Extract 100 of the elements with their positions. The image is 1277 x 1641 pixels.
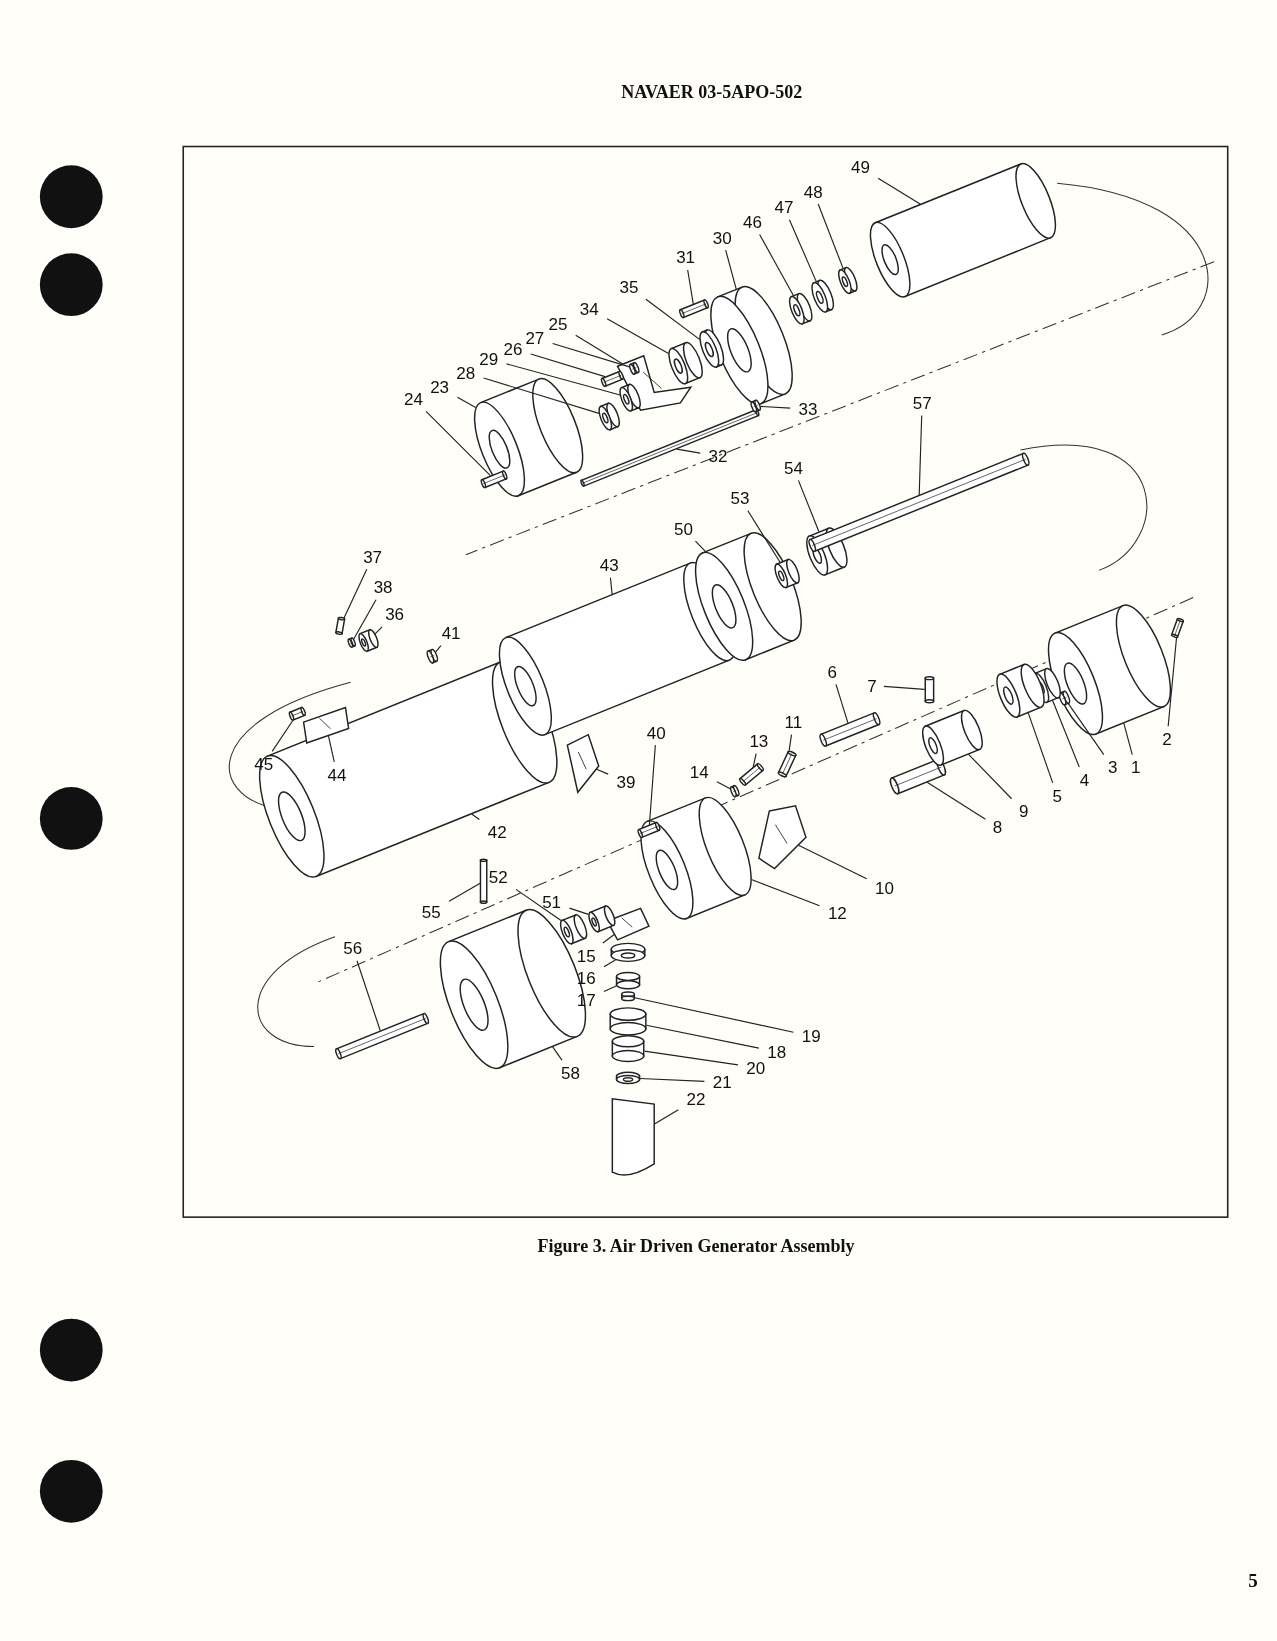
leader-line bbox=[575, 334, 624, 365]
leader-line bbox=[1052, 699, 1080, 768]
callout-number: 6 bbox=[827, 662, 837, 682]
leader-line bbox=[654, 1109, 679, 1125]
callout-number: 32 bbox=[708, 446, 728, 466]
callout-number: 1 bbox=[1130, 757, 1141, 777]
ring bbox=[699, 329, 725, 368]
callout-number: 37 bbox=[363, 547, 383, 567]
leader-line bbox=[687, 269, 694, 305]
washer bbox=[615, 1071, 641, 1085]
callout-number: 24 bbox=[404, 389, 423, 409]
leader-line bbox=[926, 781, 986, 820]
callout-number: 21 bbox=[712, 1072, 732, 1092]
callout-number: 57 bbox=[912, 393, 932, 413]
leader-line bbox=[568, 907, 589, 915]
leader-line bbox=[327, 735, 335, 763]
leader-line bbox=[883, 685, 926, 690]
leader-line bbox=[530, 353, 606, 378]
screw bbox=[637, 821, 661, 839]
callout-number: 8 bbox=[992, 817, 1003, 837]
callout-number: 22 bbox=[686, 1089, 706, 1109]
leader-line bbox=[603, 985, 617, 993]
lock-washer bbox=[811, 279, 835, 313]
figure-caption: Figure 3. Air Driven Generator Assembly bbox=[537, 1235, 855, 1257]
end-plate bbox=[710, 285, 793, 405]
callout-number: 5 bbox=[1052, 786, 1062, 805]
rotor bbox=[869, 162, 1057, 298]
callout-number: 19 bbox=[801, 1026, 821, 1046]
leader-line bbox=[634, 997, 794, 1033]
callout-number: 26 bbox=[503, 339, 523, 359]
callout-number: 16 bbox=[576, 968, 596, 988]
callout-number: 36 bbox=[385, 604, 405, 624]
leader-line bbox=[752, 752, 757, 768]
callout-number: 38 bbox=[373, 577, 393, 597]
callout-number: 40 bbox=[646, 723, 666, 743]
callout-number: 4 bbox=[1079, 770, 1090, 790]
callout-number: 56 bbox=[343, 938, 363, 958]
connector bbox=[358, 628, 379, 653]
leader-line bbox=[595, 768, 609, 775]
nut bbox=[750, 399, 761, 413]
spring bbox=[610, 942, 646, 963]
washer bbox=[730, 784, 740, 798]
leader-line bbox=[356, 960, 381, 1032]
callout-number: 11 bbox=[784, 712, 803, 732]
callout-number: 23 bbox=[430, 377, 450, 397]
leader-line bbox=[725, 249, 737, 290]
callout-number: 9 bbox=[1018, 801, 1029, 821]
callout-number: 41 bbox=[441, 623, 461, 643]
callout-number: 7 bbox=[867, 676, 877, 696]
leader-line bbox=[877, 177, 921, 205]
document-number: NAVAER 03-5APO-502 bbox=[621, 81, 803, 103]
leader-line bbox=[788, 219, 817, 282]
callout-number: 30 bbox=[712, 228, 732, 248]
callout-number: 34 bbox=[579, 299, 599, 319]
callout-number: 27 bbox=[525, 328, 545, 348]
leader-line bbox=[716, 781, 731, 790]
callout-number: 28 bbox=[456, 363, 476, 383]
brush-ring bbox=[640, 796, 752, 920]
screw bbox=[777, 750, 797, 778]
screw bbox=[679, 299, 709, 319]
leader-line bbox=[639, 1077, 705, 1082]
leader-line bbox=[602, 933, 615, 944]
bearing bbox=[615, 971, 641, 990]
leader-line bbox=[483, 377, 600, 414]
callout-number: 48 bbox=[803, 182, 823, 202]
end-cap bbox=[473, 377, 584, 497]
leader-line bbox=[456, 396, 477, 409]
bracket bbox=[758, 805, 807, 870]
leader-line bbox=[835, 683, 849, 724]
nut bbox=[621, 991, 636, 1002]
leader-line bbox=[552, 1046, 563, 1061]
screw bbox=[600, 370, 624, 388]
callout-number: 15 bbox=[576, 946, 596, 966]
leader-line bbox=[797, 479, 820, 532]
spacer bbox=[774, 558, 800, 589]
callout-number: 12 bbox=[827, 903, 847, 923]
leader-line bbox=[817, 203, 844, 269]
leader-line bbox=[1167, 637, 1178, 727]
callout-number: 10 bbox=[875, 878, 894, 898]
screw bbox=[335, 616, 346, 635]
leader-line bbox=[1123, 722, 1133, 756]
callout-number: 54 bbox=[783, 458, 803, 478]
callout-number: 50 bbox=[674, 519, 693, 539]
leader-line bbox=[747, 510, 781, 564]
leader-line bbox=[648, 744, 656, 826]
pin bbox=[479, 858, 488, 904]
leader-line bbox=[759, 233, 794, 297]
callout-number: 43 bbox=[599, 555, 619, 575]
callout-number: 47 bbox=[774, 197, 794, 217]
leader-line bbox=[515, 888, 562, 922]
leader-line bbox=[694, 540, 706, 552]
nut bbox=[788, 292, 813, 325]
leader-line bbox=[425, 410, 491, 477]
lock-washer bbox=[619, 383, 641, 412]
leader-line bbox=[797, 844, 868, 880]
leader-line bbox=[676, 448, 701, 454]
leader-line bbox=[603, 959, 616, 968]
callout-number: 13 bbox=[749, 731, 769, 751]
leader-line bbox=[606, 318, 670, 355]
leader-line bbox=[1027, 712, 1054, 784]
